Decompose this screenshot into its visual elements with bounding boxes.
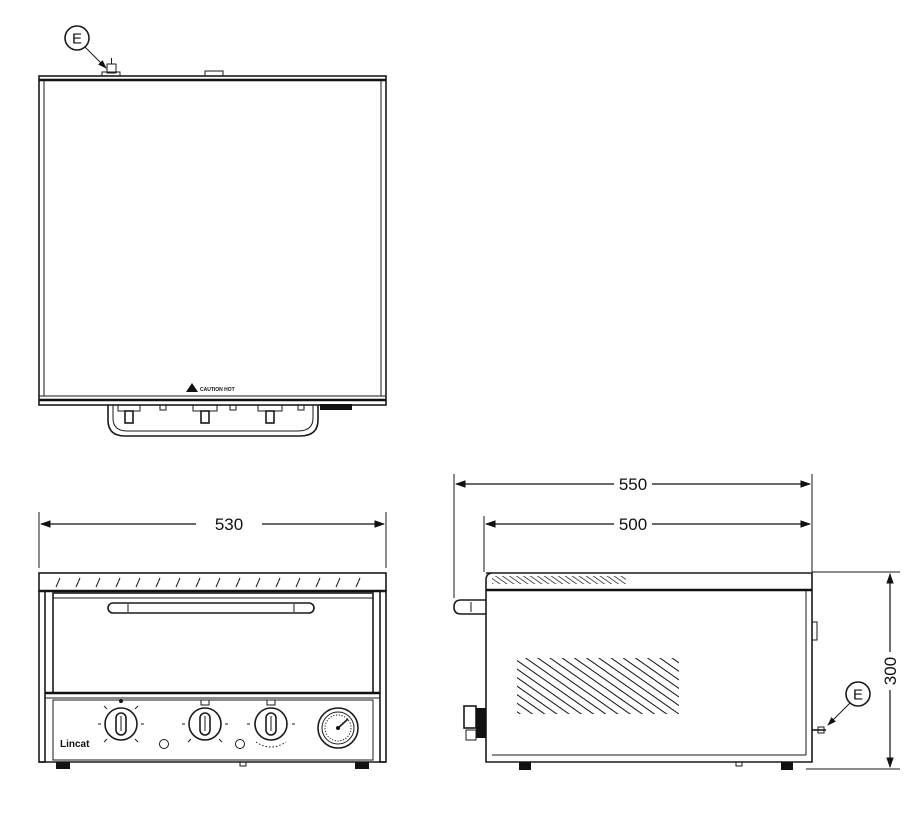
side-view-body bbox=[485, 572, 813, 763]
body-depth-label: 500 bbox=[619, 515, 647, 534]
side-vent bbox=[517, 658, 679, 714]
control-knob-2 bbox=[182, 699, 228, 743]
side-view-callout-label: E bbox=[853, 687, 863, 704]
front-view: 530 bbox=[38, 512, 387, 769]
top-view: E CAUTION HOT bbox=[38, 25, 387, 437]
control-knob-1 bbox=[98, 699, 144, 743]
control-panel bbox=[52, 699, 374, 761]
top-view-body bbox=[38, 75, 387, 406]
top-view-callout-label: E bbox=[72, 31, 82, 48]
control-knob-3 bbox=[247, 699, 295, 748]
svg-text:CAUTION HOT: CAUTION HOT bbox=[200, 387, 235, 393]
body-depth-dimension: 500 bbox=[483, 515, 812, 572]
side-view: 550 500 300 bbox=[453, 474, 900, 770]
top-view-knobs bbox=[107, 404, 352, 437]
temperature-gauge bbox=[317, 707, 359, 749]
oven-door bbox=[52, 592, 374, 694]
side-knobs bbox=[463, 705, 486, 741]
height-label: 300 bbox=[881, 657, 900, 685]
side-handle bbox=[453, 599, 486, 615]
overall-depth-dimension: 550 bbox=[453, 474, 813, 598]
height-dimension: 300 bbox=[806, 571, 900, 770]
side-view-callout: E bbox=[812, 681, 871, 734]
caution-hot-label: CAUTION HOT bbox=[186, 383, 235, 393]
overall-depth-label: 550 bbox=[619, 475, 647, 494]
vent-slots bbox=[55, 577, 361, 588]
front-width-label: 530 bbox=[215, 515, 243, 534]
top-view-callout: E bbox=[64, 25, 107, 69]
brand-logo: Lincat bbox=[60, 739, 90, 750]
door-handle bbox=[107, 602, 315, 614]
front-width-dimension: 530 bbox=[38, 512, 387, 568]
